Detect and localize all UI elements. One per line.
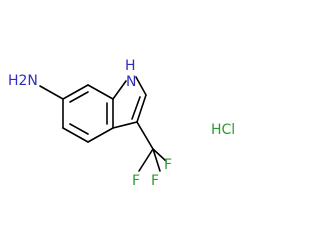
fluorine-label-3: F [132, 173, 140, 189]
bond-c3-cf3 [136, 121, 154, 150]
double-bond-c2-c3 [131, 96, 141, 120]
ring-nh-h-label: H [125, 58, 136, 74]
bond-c3a-c4 [87, 127, 114, 143]
bond-c6-c7 [62, 84, 89, 100]
bond-c-f2 [152, 148, 161, 172]
salt-label: HCl [211, 122, 235, 138]
bond-c-f1 [152, 148, 167, 162]
amine-label: H2N [8, 73, 38, 89]
bond-c2-c3 [136, 94, 147, 123]
bond-c7-c7a [87, 84, 114, 100]
bond-c6-n [39, 85, 64, 100]
bond-c4-c5 [62, 127, 89, 143]
double-bond-inner-1 [69, 91, 89, 103]
structure-svg: H2N H N F F F HCl [8, 58, 235, 189]
ring-n-label: N [126, 74, 136, 90]
bond-c-f3 [138, 148, 154, 172]
bond-n1-c2 [135, 76, 147, 96]
fluorine-label-1: F [164, 157, 172, 173]
molecule-diagram: H2N H N F F F HCl [8, 58, 236, 189]
fluorine-label-2: F [151, 173, 159, 189]
bond-c3-c3a [112, 121, 138, 129]
double-bond-inner-3 [69, 123, 89, 135]
bond-c7a-n1 [112, 80, 127, 100]
